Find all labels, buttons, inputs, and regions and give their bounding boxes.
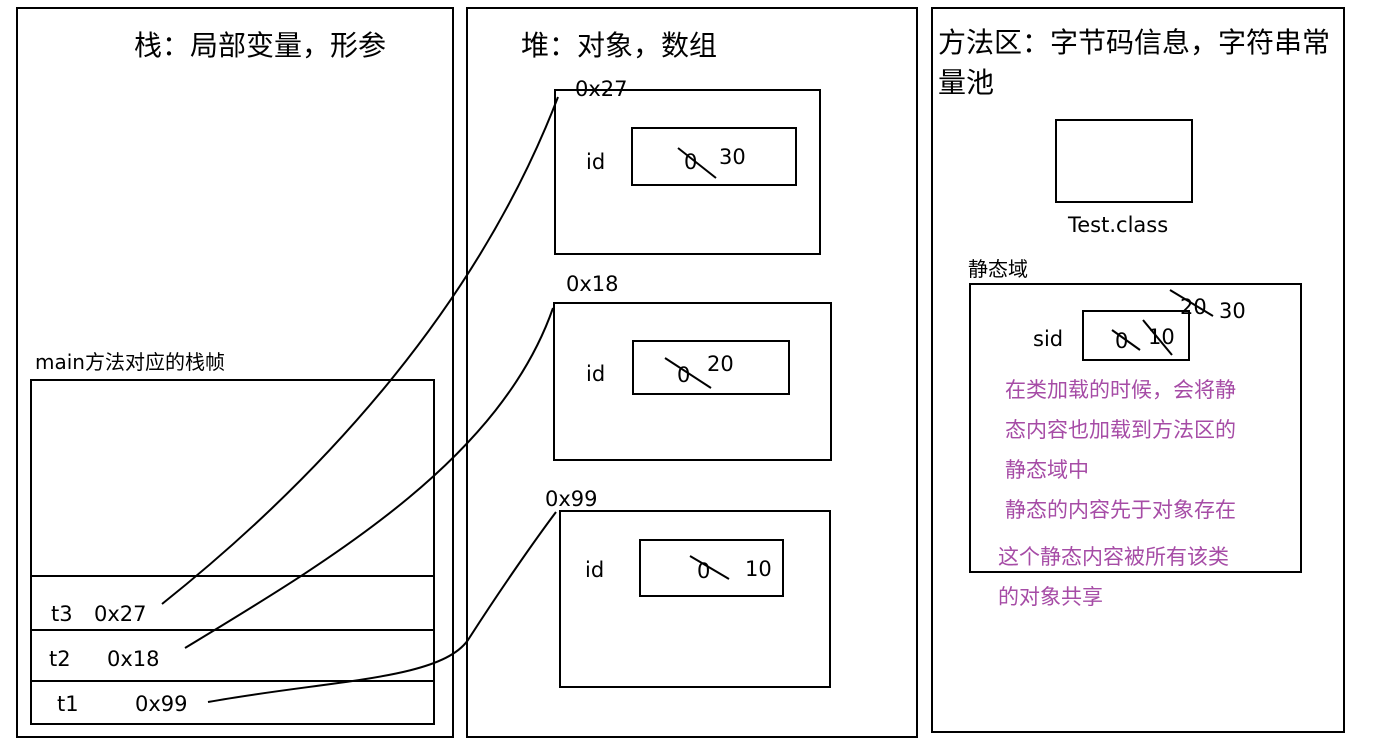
static-note-line: 在类加载的时候，会将静 xyxy=(1005,378,1236,402)
heap-object-field: id xyxy=(586,150,606,174)
sid-value-20: 20 xyxy=(1180,295,1207,319)
stack-frame-label: main方法对应的栈帧 xyxy=(35,350,225,374)
stack-row-divider xyxy=(30,629,435,631)
heap-field-old-value: 0 xyxy=(677,363,691,387)
method-area-panel xyxy=(931,7,1345,733)
heap-field-box xyxy=(631,127,797,186)
stack-var-t3: t3 xyxy=(51,602,73,626)
class-box xyxy=(1055,119,1193,203)
static-note-line: 这个静态内容被所有该类 xyxy=(998,545,1229,569)
heap-object-field: id xyxy=(586,362,606,386)
heap-field-new-value: 30 xyxy=(719,145,746,169)
static-note-line: 静态域中 xyxy=(1005,458,1089,482)
heap-object-address: 0x18 xyxy=(566,272,619,296)
stack-addr-t1: 0x99 xyxy=(135,692,188,716)
stack-row-divider xyxy=(30,575,435,577)
stack-addr-t3: 0x27 xyxy=(94,602,147,626)
class-label: Test.class xyxy=(1068,213,1169,237)
static-domain-box xyxy=(969,283,1302,573)
heap-field-old-value: 0 xyxy=(684,150,698,174)
sid-value-0: 0 xyxy=(1115,329,1129,353)
stack-frame xyxy=(30,379,435,725)
heap-object-box xyxy=(559,510,831,688)
sid-label: sid xyxy=(1033,327,1064,351)
heap-title: 堆：对象，数组 xyxy=(521,29,718,62)
stack-row-divider xyxy=(30,680,435,682)
stack-addr-t2: 0x18 xyxy=(107,647,160,671)
stack-title: 栈：局部变量，形参 xyxy=(134,29,387,62)
heap-field-box xyxy=(639,539,784,597)
heap-field-new-value: 20 xyxy=(707,352,734,376)
static-note-line: 态内容也加载到方法区的 xyxy=(1005,418,1236,442)
heap-object-address: 0x99 xyxy=(545,487,598,511)
heap-field-old-value: 0 xyxy=(697,559,711,583)
method-area-title: 方法区：字节码信息，字符串常量池 xyxy=(938,26,1331,99)
sid-value-box xyxy=(1082,310,1190,361)
static-domain-label: 静态域 xyxy=(968,257,1028,281)
heap-field-box xyxy=(632,340,790,395)
stack-var-t2: t2 xyxy=(49,647,71,671)
static-note-line: 静态的内容先于对象存在 xyxy=(1005,498,1236,522)
static-note-line: 的对象共享 xyxy=(998,585,1103,609)
sid-value-10: 10 xyxy=(1148,325,1175,349)
heap-object-field: id xyxy=(585,558,605,582)
sid-value-30: 30 xyxy=(1219,299,1246,323)
stack-var-t1: t1 xyxy=(57,692,79,716)
heap-field-new-value: 10 xyxy=(745,557,772,581)
